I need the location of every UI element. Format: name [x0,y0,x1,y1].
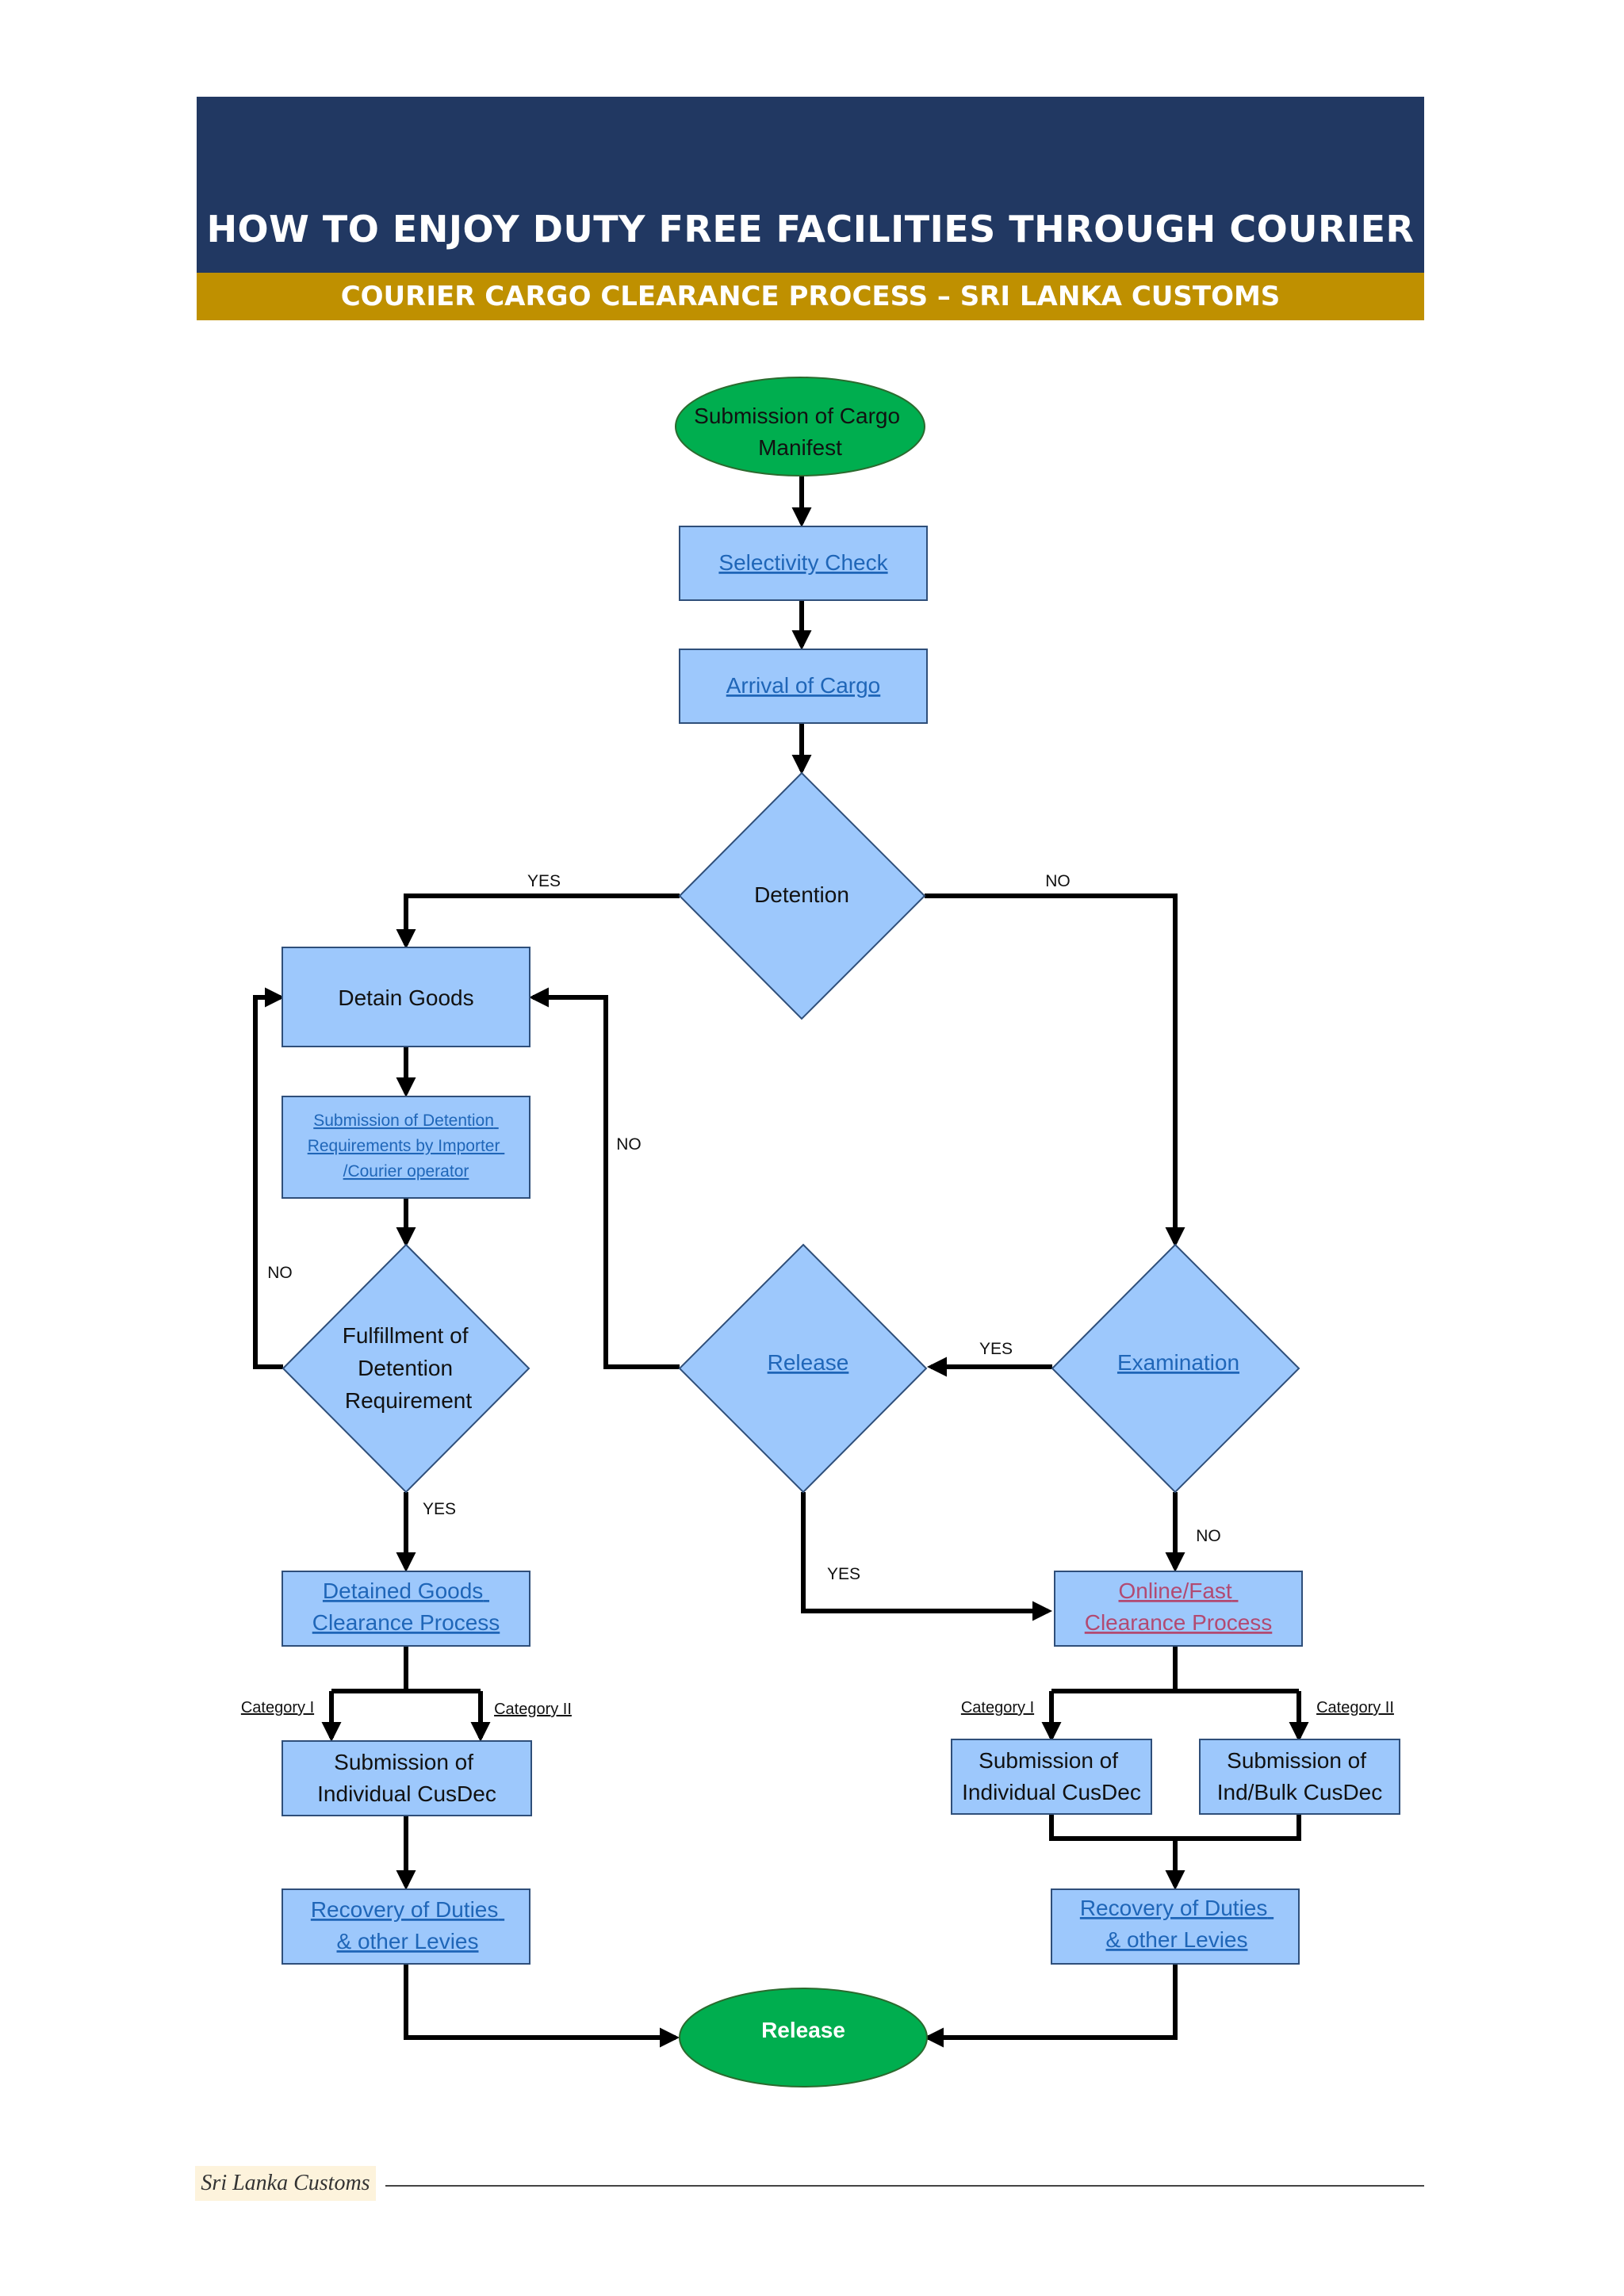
fulfillment-yes-label: YES [423,1500,456,1518]
right-category-1-label: Category I [961,1699,1034,1716]
left-category-1-label: Category I [241,1699,314,1716]
arrow-detention-no [925,894,1185,1248]
line-right-submissions-merge [1049,1814,1301,1841]
release-decision-shape [678,1243,928,1494]
selectivity-check-rect [679,526,928,601]
detention-no-label: NO [1045,872,1071,890]
submission-detention-box[interactable]: Submission of Detention Requirements by … [282,1096,530,1199]
start-terminal-label: Submission of Cargo Manifest [694,404,906,460]
left-recovery-box[interactable]: Recovery of Duties & other Levies [282,1888,530,1965]
page-subtitle: COURIER CARGO CLEARANCE PROCESS – SRI LA… [340,281,1281,312]
page-title: HOW TO ENJOY DUTY FREE FACILITIES THROUG… [206,208,1415,251]
left-category-2-label: Category II [494,1701,572,1718]
right-submission-individual-box [951,1739,1152,1815]
submission-detention-link[interactable]: Submission of Detention Requirements by … [308,1112,505,1181]
left-submission-box [282,1740,532,1816]
detention-yes-label: YES [527,872,561,890]
right-recovery-rect [1051,1888,1300,1965]
release-yes-label: YES [827,1565,860,1583]
connectors [253,476,1309,2048]
fulfillment-label: Fulfillment of Detention Requirement [343,1323,475,1413]
fulfillment-no-label: NO [267,1264,293,1282]
detained-clearance-link[interactable]: Detained Goods Clearance Process [312,1578,500,1635]
end-terminal [679,1988,928,2087]
selectivity-check-link[interactable]: Selectivity Check [718,550,888,575]
release-no-label: NO [616,1135,642,1154]
left-submission-label: Submission of Individual CusDec [317,1750,496,1806]
examination-yes-label: YES [979,1340,1013,1358]
detain-goods-box [282,947,530,1047]
arrow-left-recovery-to-release [404,1964,680,2048]
online-clearance-rect [1054,1571,1303,1647]
submission-detention-rect [282,1096,530,1199]
selectivity-check-box[interactable]: Selectivity Check [679,526,928,601]
arrow-fulfillment-no [253,987,285,1369]
start-terminal [675,377,925,476]
footer-rule [385,2185,1424,2187]
arrival-box[interactable]: Arrival of Cargo [679,649,928,724]
left-recovery-rect [282,1888,530,1965]
arrival-link[interactable]: Arrival of Cargo [726,673,881,698]
detained-clearance-box[interactable]: Detained Goods Clearance Process [282,1571,530,1647]
detain-goods-label: Detain Goods [338,985,473,1010]
detention-label: Detention [754,882,849,907]
right-recovery-link[interactable]: Recovery of Duties & other Levies [1080,1896,1274,1952]
subtitle-banner: COURIER CARGO CLEARANCE PROCESS – SRI LA… [197,273,1424,320]
right-category-2-label: Category II [1316,1699,1394,1716]
title-banner: HOW TO ENJOY DUTY FREE FACILITIES THROUG… [197,97,1424,273]
right-submission-individual-label: Submission of Individual CusDec [962,1748,1141,1804]
examination-decision[interactable]: Examination [1051,1243,1300,1494]
online-clearance-box[interactable]: Online/Fast Clearance Process [1054,1571,1303,1647]
right-recovery-box[interactable]: Recovery of Duties & other Levies [1051,1888,1300,1965]
arrow-right-recovery-to-release [923,1964,1178,2048]
examination-decision-shape [1051,1243,1300,1494]
arrow-detention-yes [396,894,680,950]
detention-decision [678,771,926,1020]
left-recovery-link[interactable]: Recovery of Duties & other Levies [311,1897,504,1954]
release-decision-link[interactable]: Release [768,1350,849,1375]
arrival-rect [679,649,928,724]
detained-clearance-rect [282,1571,530,1647]
fulfillment-decision [282,1243,530,1494]
examination-no-label: NO [1196,1527,1221,1545]
arrow-release-yes [801,1492,1053,1621]
right-submission-bulk-box [1199,1739,1400,1815]
online-clearance-link[interactable]: Online/Fast Clearance Process [1085,1578,1273,1635]
end-terminal-label: Release [761,2018,845,2042]
release-decision[interactable]: Release [678,1243,928,1494]
right-submission-bulk-label: Submission of Ind/Bulk CusDec [1217,1748,1383,1804]
arrow-release-no [528,987,680,1369]
examination-link[interactable]: Examination [1117,1350,1239,1375]
footer-label: Sri Lanka Customs [195,2166,376,2201]
